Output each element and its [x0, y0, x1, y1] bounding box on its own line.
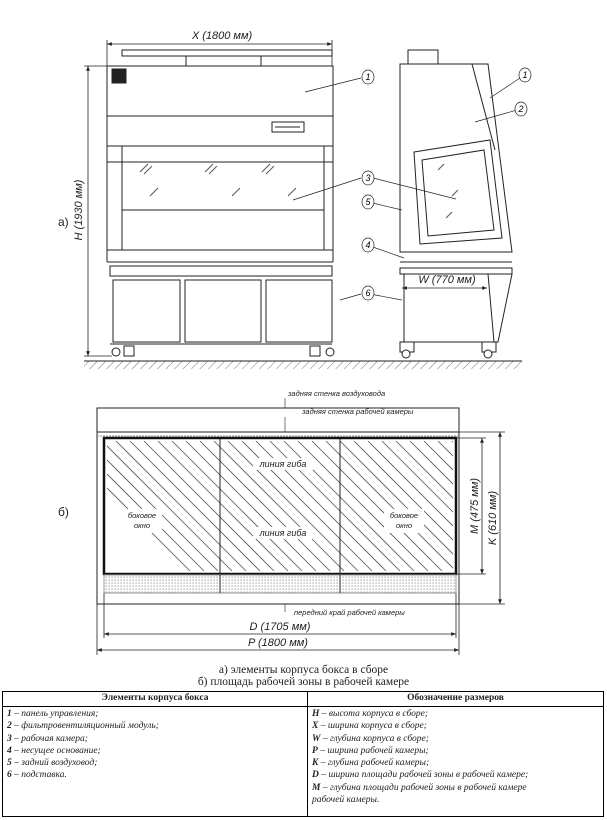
technical-drawing: X (1800 мм) H (1930 мм) W (770 мм) а) 1 …	[58, 30, 532, 655]
callout-1-side: 1	[522, 70, 527, 80]
label-chamber-back-wall: задняя стенка рабочей камеры	[301, 407, 414, 416]
dimension-text: – глубина площади рабочей зоны в рабочей…	[320, 782, 527, 793]
side-view	[399, 49, 513, 359]
dim-x-label: X (1800 мм)	[191, 30, 253, 42]
element-key: 1	[7, 709, 12, 719]
element-key: 3	[7, 733, 12, 744]
dimension-text: – высота корпуса в сборе;	[319, 709, 429, 719]
dimension-text: – ширина корпуса в сборе;	[318, 721, 427, 732]
callout-5: 5	[365, 197, 371, 207]
caption-line-a: а) элементы корпуса бокса в сборе	[218, 664, 389, 676]
dimension-row: K – глубина рабочей камеры;	[312, 757, 599, 769]
dimension-row: W – глубина корпуса в сборе;	[312, 733, 599, 745]
plan-view	[96, 407, 460, 605]
dimension-key: X	[312, 721, 319, 732]
element-row: 1 – панель управления;	[7, 708, 303, 720]
dim-w-label: W (770 мм)	[418, 274, 476, 286]
element-key: 6	[7, 770, 12, 781]
dimensions-column: H – высота корпуса в сборе;X – ширина ко…	[307, 706, 604, 817]
dimension-lines-b	[96, 431, 505, 655]
caption-line-b: б) площадь рабочей зоны в рабочей камере	[197, 676, 410, 688]
element-text: – панель управления;	[11, 709, 99, 719]
element-text: – рабочая камера;	[11, 733, 88, 744]
front-view	[106, 49, 335, 357]
element-text: – задний воздуховод;	[11, 758, 98, 769]
biohazard-icon	[111, 68, 127, 84]
element-row: 2 – фильтровентиляционный модуль;	[7, 720, 303, 732]
element-text: – фильтровентиляционный модуль;	[11, 721, 159, 732]
callout-numbers: 1 1 2 3 5 4 6	[365, 70, 527, 298]
element-row: 5 – задний воздуховод;	[7, 757, 303, 769]
dimension-row: D – ширина площади рабочей зоны в рабоче…	[312, 769, 599, 781]
dimension-text: – глубина корпуса в сборе;	[320, 733, 429, 744]
callout-6: 6	[365, 288, 370, 298]
dimension-key: D	[312, 770, 319, 781]
element-row: 6 – подставка.	[7, 769, 303, 781]
callout-1-front: 1	[365, 72, 370, 82]
dimension-text: – ширина площади рабочей зоны в рабочей …	[318, 770, 529, 781]
elements-column: 1 – панель управления;2 – фильтровентиля…	[2, 706, 308, 817]
callout-2: 2	[517, 104, 523, 114]
dimension-key: H	[312, 709, 320, 719]
header-elements: Элементы корпуса бокса	[2, 691, 308, 707]
label-front-edge: передний край рабочей камеры	[294, 608, 405, 617]
element-key: 2	[7, 721, 12, 732]
floor-hatch	[84, 361, 522, 369]
element-row: 4 – несущее основание;	[7, 745, 303, 757]
element-row: 3 – рабочая камера;	[7, 733, 303, 745]
label-bend-line-center: линия гиба	[259, 528, 307, 538]
dimension-key: M	[312, 782, 321, 793]
dimension-row: H – высота корпуса в сборе;	[312, 708, 599, 720]
dim-p-label: P (1800 мм)	[248, 637, 308, 649]
callout-3: 3	[365, 173, 370, 183]
dimension-text: – глубина рабочей камеры;	[318, 758, 430, 769]
label-side-window-right-1: боковое	[390, 511, 418, 520]
dimension-key: W	[312, 733, 321, 744]
dimension-row: рабочей камеры.	[312, 794, 599, 806]
label-side-window-left-1: боковое	[128, 511, 156, 520]
dimension-row: M – глубина площади рабочей зоны в рабоч…	[312, 782, 599, 794]
dimension-key: K	[312, 758, 319, 769]
callout-4: 4	[365, 240, 370, 250]
element-text: – подставка.	[11, 770, 67, 781]
legend-table: Элементы корпуса бокса Обозначение разме…	[2, 691, 604, 817]
dim-d-label: D (1705 мм)	[250, 621, 311, 633]
figure-caption: а) элементы корпуса бокса в сборе б) пло…	[0, 664, 607, 688]
dimension-row: P – ширина рабочей камеры;	[312, 745, 599, 757]
label-duct-back-wall: задняя стенка воздуховода	[287, 389, 385, 398]
dimension-lines-a	[84, 40, 487, 357]
dim-m-label: M (475 мм)	[469, 478, 481, 534]
label-a: а)	[58, 215, 69, 229]
label-side-window-left-2: окно	[134, 521, 150, 530]
label-bend-line-top: линия гиба	[259, 459, 307, 469]
header-dimensions: Обозначение размеров	[307, 691, 604, 707]
label-b: б)	[58, 505, 69, 519]
dim-h-label: H (1930 мм)	[73, 179, 85, 240]
dimension-key: P	[312, 745, 318, 756]
dim-k-label: K (610 мм)	[487, 491, 499, 546]
element-text: – несущее основание;	[11, 745, 101, 756]
label-side-window-right-2: окно	[396, 521, 412, 530]
dimension-row: X – ширина корпуса в сборе;	[312, 720, 599, 732]
element-key: 4	[7, 745, 12, 756]
dimension-text: – ширина рабочей камеры;	[317, 745, 429, 756]
element-key: 5	[7, 758, 12, 769]
callouts	[292, 67, 532, 301]
dimension-text: рабочей камеры.	[312, 795, 380, 806]
